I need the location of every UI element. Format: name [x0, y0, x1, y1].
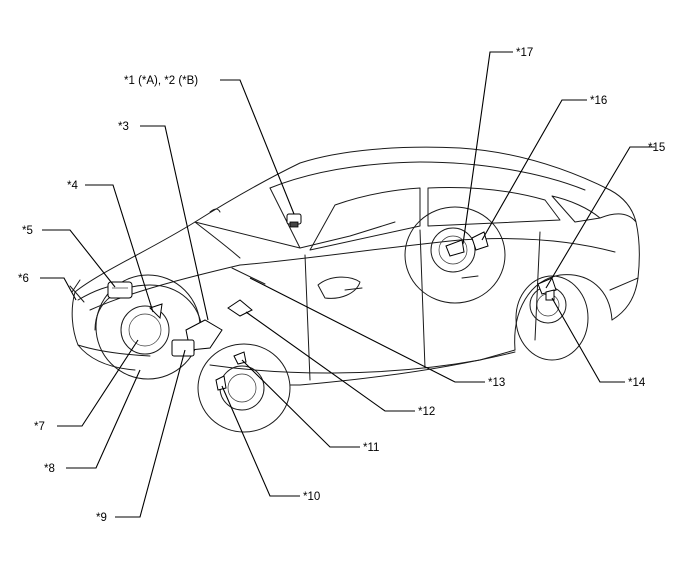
- callout-5: *5: [22, 225, 33, 237]
- callout-8: *8: [44, 463, 55, 475]
- callout-17: *17: [516, 47, 533, 59]
- callout-10: *10: [303, 491, 320, 503]
- component-13: [231, 267, 266, 285]
- component-10: [215, 375, 227, 391]
- callout-3: *3: [118, 121, 129, 133]
- callout-11: *11: [363, 442, 379, 454]
- callout-9: *9: [96, 512, 107, 524]
- leader-lines: [40, 51, 655, 518]
- component-9: [171, 339, 195, 357]
- component-14: [545, 289, 555, 301]
- callout-6: *6: [18, 273, 29, 285]
- callout-4: *4: [67, 180, 78, 192]
- vehicle-outline: [71, 146, 640, 386]
- callout-13: *13: [488, 377, 505, 389]
- callout-14: *14: [628, 377, 646, 389]
- component-4: [149, 303, 163, 320]
- callout-12: *12: [418, 406, 435, 418]
- component-1-2: [286, 213, 302, 228]
- component-17: [445, 239, 465, 257]
- callout-7: *7: [34, 421, 45, 433]
- rear-left-wheel: [404, 206, 506, 304]
- component-6: [69, 285, 85, 303]
- component-5: [107, 281, 133, 299]
- callout-16: *16: [590, 95, 607, 107]
- callout-labels: *1 (*A), *2 (*B) *3 *4 *5 *6 *7 *8 *9 *1…: [18, 47, 665, 524]
- callout-1-2: *1 (*A), *2 (*B): [124, 75, 198, 87]
- callout-15: *15: [648, 142, 665, 154]
